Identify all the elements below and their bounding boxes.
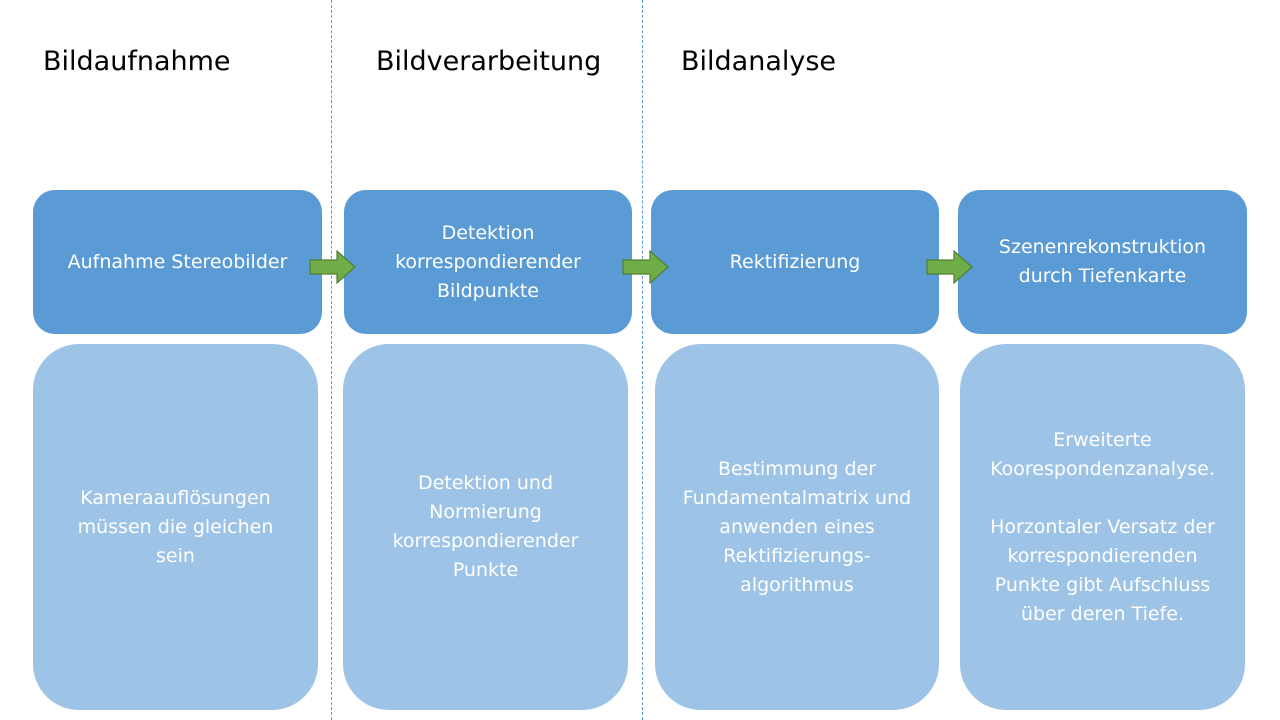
phase-title-bildverarbeitung: Bildverarbeitung	[376, 46, 602, 77]
note-box-detektion: Detektion und Normierung korrespondieren…	[343, 344, 628, 710]
note-text: Erweiterte Koorespondenzanalyse. Horzont…	[990, 428, 1215, 625]
step-box-detektion: Detektion korrespondierender Bildpunkte	[344, 190, 632, 334]
phase-divider-2	[642, 0, 643, 720]
phase-title-bildaufnahme: Bildaufnahme	[43, 46, 231, 77]
step-box-szenenrekonstruktion: Szenenrekonstruktion durch Tiefenkarte	[958, 190, 1247, 334]
arrow-right-icon	[926, 250, 973, 284]
note-box-tiefe: Erweiterte Koorespondenzanalyse. Horzont…	[960, 344, 1245, 710]
note-box-kamera: Kameraauflösungen müssen die gleichen se…	[33, 344, 318, 710]
step-label: Szenenrekonstruktion durch Tiefenkarte	[998, 236, 1207, 287]
phase-title-bildanalyse: Bildanalyse	[681, 46, 837, 77]
step-label: Rektifizierung	[729, 250, 861, 273]
step-box-aufnahme: Aufnahme Stereobilder	[33, 190, 322, 334]
step-box-rektifizierung: Rektifizierung	[651, 190, 939, 334]
note-text: Detektion und Normierung korrespondieren…	[392, 472, 579, 581]
note-text: Kameraauflösungen müssen die gleichen se…	[77, 486, 274, 567]
note-box-fundamentalmatrix: Bestimmung der Fundamentalmatrix und anw…	[655, 344, 939, 710]
arrow-right-icon	[309, 250, 356, 284]
arrow-right-icon	[622, 250, 669, 284]
step-label: Detektion korrespondierender Bildpunkte	[395, 221, 581, 302]
step-label: Aufnahme Stereobilder	[67, 250, 288, 273]
note-text: Bestimmung der Fundamentalmatrix und anw…	[682, 457, 912, 596]
phase-divider-1	[331, 0, 332, 720]
